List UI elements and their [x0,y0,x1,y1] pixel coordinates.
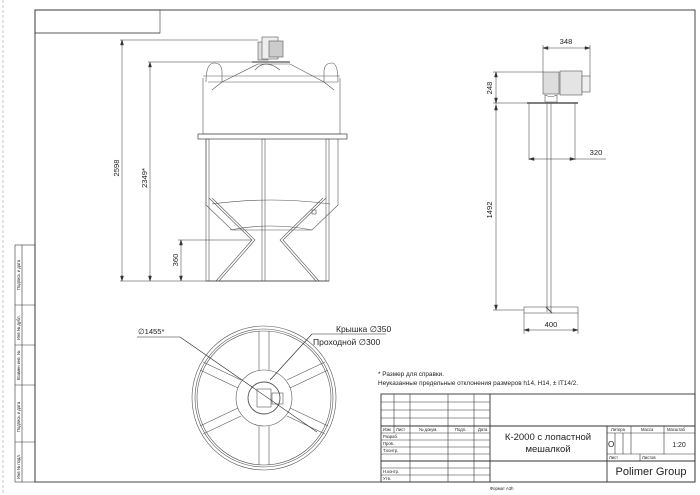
sheet-frame [34,9,696,483]
rev-header-docnum: № докум. [419,427,437,432]
rev-header-date: Дата [478,427,488,432]
mixer-dimensions [493,45,606,334]
company-name: Polimer Group [616,466,687,478]
rev-header-sign: Подп. [455,427,466,432]
mass-label: Масса [641,427,654,432]
top-diameter-label: ∅1455* [138,327,165,336]
dim-motor-height: 248 [485,82,494,95]
side-label-replace-inv: Взамен инв. № [16,350,21,380]
dim-shaft-length: 1492 [485,202,494,219]
side-strip-labels: Подпись и дата Инв № дубл. Взамен инв. №… [16,259,21,479]
top-view-leaders [137,333,386,433]
litera-label: Литера [611,427,626,432]
side-label-dup-inv: Инв № дубл. [16,315,21,340]
dim-tank-height: 2349* [140,168,149,188]
role-checker: Пров. [383,441,394,446]
role-developer: Разраб. [383,434,398,439]
dim-total-height: 2598 [112,160,121,177]
sheet-format: Формат А3h [490,486,514,491]
sheet-label: Лист [609,455,618,460]
tank-top-view [191,325,337,471]
role-tech-control: Т.контр. [383,448,398,453]
role-norm-control: Н.контр. [383,469,399,474]
mixer-side-view [523,70,591,314]
scale-value: 1:20 [672,442,686,449]
scale-label: Масштаб [667,427,686,432]
role-approved: Утв. [383,476,391,481]
drawing-title-line1: К-2000 с лопастной [505,432,591,443]
side-label-orig-inv: Инв № подл. [16,454,21,479]
rev-header-change: Изм [383,427,391,432]
dim-blade-width: 400 [545,320,558,329]
side-strip [14,244,36,483]
title-block-grid [380,393,696,483]
note-reference-size: * Размер для справки. [378,371,444,378]
dim-flange-width: 320 [590,148,603,157]
rev-header-sheet: Лист [396,427,405,432]
tank-front-view [197,36,348,282]
lid-diameter-label: Крышка ∅350 [336,324,391,334]
front-dimensions [120,39,258,282]
litera-value: О [608,440,614,449]
side-label-sign-date-2: Подпись и дата [16,401,21,432]
dim-bottom-height: 360 [171,254,180,267]
side-label-sign-date-1: Подпись и дата [16,259,21,290]
passage-diameter-label: Проходной ∅300 [313,337,381,347]
note-tolerances: Неуказанные предельные отклонения размер… [378,380,578,387]
sheets-label: Листов [642,455,656,460]
title-block-headers: Изм Лист № докум. Подп. Дата Разраб. Про… [383,427,488,481]
drawing-title-line2: мешалкой [525,444,570,455]
dim-motor-width: 348 [560,37,573,46]
